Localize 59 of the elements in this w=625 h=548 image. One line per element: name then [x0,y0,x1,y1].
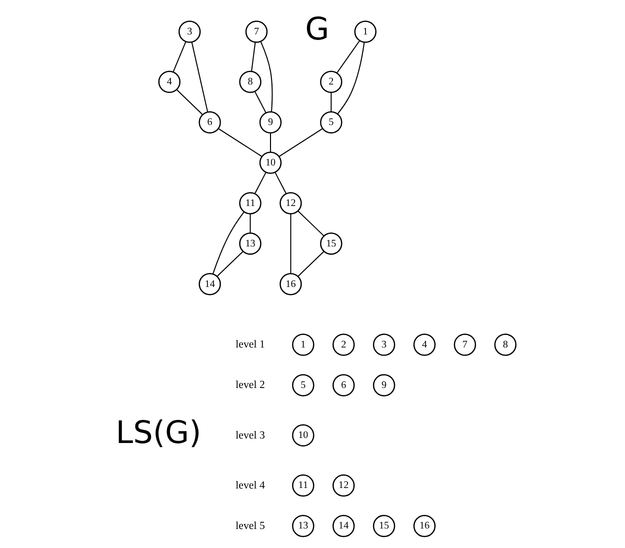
node-circle: 6 [332,374,355,396]
connector [176,89,203,115]
node-circle: 1 [292,334,314,356]
connector [260,41,273,112]
label: level 2 [236,379,265,392]
label: LS(G) [116,415,202,452]
connector [250,214,251,233]
node-circle: 3 [178,20,201,43]
connector [251,42,256,72]
connector [191,42,208,112]
label: G [305,12,330,48]
connector [298,210,324,236]
node-circle: 11 [292,474,314,497]
node-circle: 15 [372,514,396,538]
node-circle: 2 [320,70,342,94]
node-circle: 1 [354,20,377,43]
node-circle: 13 [292,514,314,538]
node-circle: 7 [245,20,268,43]
node-circle: 14 [198,272,221,296]
node-circle: 16 [280,272,302,296]
label: level 5 [236,520,265,532]
connector [330,92,332,112]
connector [254,172,266,194]
node-circle: 4 [158,70,181,94]
node-circle: 13 [239,232,262,255]
connector [336,40,360,74]
connector [270,132,271,152]
node-circle: 10 [259,152,282,174]
connector [274,172,287,194]
connector [172,41,186,72]
node-circle: 12 [332,474,355,497]
node-circle: 5 [320,111,342,134]
node-circle: 4 [413,334,436,356]
node-circle: 3 [372,334,396,356]
node-circle: 8 [494,334,517,356]
connector [254,91,266,114]
connector [216,251,244,277]
node-circle: 14 [332,514,355,538]
node-circle: 8 [239,70,262,94]
node-circle: 12 [280,192,302,214]
node-circle: 2 [332,334,355,356]
node-circle: 11 [239,192,262,214]
label: level 3 [236,429,265,442]
node-circle: 9 [372,374,396,396]
node-circle: 15 [320,232,342,255]
node-circle: 9 [259,111,282,134]
node-circle: 5 [292,374,314,396]
label: level 1 [236,338,265,351]
label: level 4 [236,479,265,492]
connector [290,214,292,274]
connector [298,251,324,277]
connector [218,128,262,157]
connector [212,212,245,274]
node-circle: 16 [413,514,436,538]
node-circle: 10 [292,424,314,447]
node-circle: 6 [198,111,221,134]
connector [278,128,323,157]
connector [337,42,365,114]
node-circle: 7 [454,334,476,356]
